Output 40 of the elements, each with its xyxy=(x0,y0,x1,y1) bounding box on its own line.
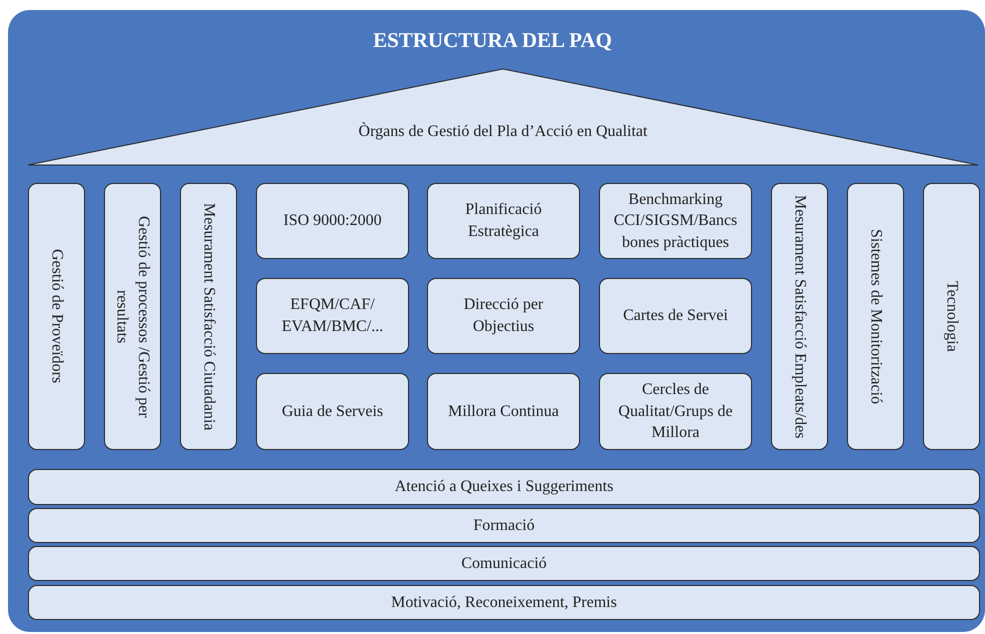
pillar-box xyxy=(599,183,752,259)
pillar-label: Mesurament Satisfacció Ciutadania xyxy=(199,202,218,430)
foundation-band xyxy=(28,469,980,505)
pillar-label: Cercles de Qualitat/Grups de Millora xyxy=(617,380,734,444)
pillar-label: Guia de Serveis xyxy=(282,402,384,422)
pillar-label: Millora Continua xyxy=(448,402,559,422)
pillar-box xyxy=(256,278,409,354)
pillar-label: Gestió de Proveïdors xyxy=(47,249,66,384)
pillar-box xyxy=(599,373,752,450)
pillar-box xyxy=(28,183,85,450)
pillar-label: Mesurament Satisfacció Empleats/des xyxy=(790,194,810,438)
pillar-label: Gestió de processos /Gestió per resultats xyxy=(112,214,154,420)
pillar-box xyxy=(104,183,161,450)
band-label: Comunicació xyxy=(461,554,547,574)
pillar-box xyxy=(256,373,409,450)
pillar-label: Sistemes de Monitorització xyxy=(866,228,886,404)
pillar-box xyxy=(256,183,409,259)
pillar-box xyxy=(923,183,980,450)
band-label: Atenció a Queixes i Suggeriments xyxy=(394,477,614,498)
pillar-label: ISO 9000:2000 xyxy=(283,211,382,232)
pillar-box xyxy=(180,183,237,450)
foundation-band xyxy=(28,546,980,581)
band-label: Formació xyxy=(473,516,535,536)
pillar-label: EFQM/CAF/ EVAM/BMC/... xyxy=(280,295,384,337)
band-label: Motivació, Reconeixement, Premis xyxy=(391,592,617,613)
foundation-band xyxy=(28,508,980,543)
pillar-box xyxy=(771,183,828,450)
pillar-label: Cartes de Servei xyxy=(623,306,728,326)
pillar-label: Tecnologia xyxy=(942,281,962,352)
pillar-label: Benchmarking CCI/SIGSM/Bancs bones pràctiques xyxy=(612,190,738,253)
foundation-band xyxy=(28,585,980,620)
diagram-title: ESTRUCTURA DEL PAQ xyxy=(372,28,613,53)
pillar-box xyxy=(427,278,580,354)
roof-label: Òrgans de Gestió del Pla d’Acció en Qualitat xyxy=(358,121,648,142)
pillar-box xyxy=(847,183,904,450)
pillar-label: Planificació Estratègica xyxy=(464,200,543,242)
pillar-label: Direcció per Objectius xyxy=(462,295,544,337)
pillar-box xyxy=(427,183,580,259)
pillar-box xyxy=(599,278,752,354)
pillar-box xyxy=(427,373,580,450)
